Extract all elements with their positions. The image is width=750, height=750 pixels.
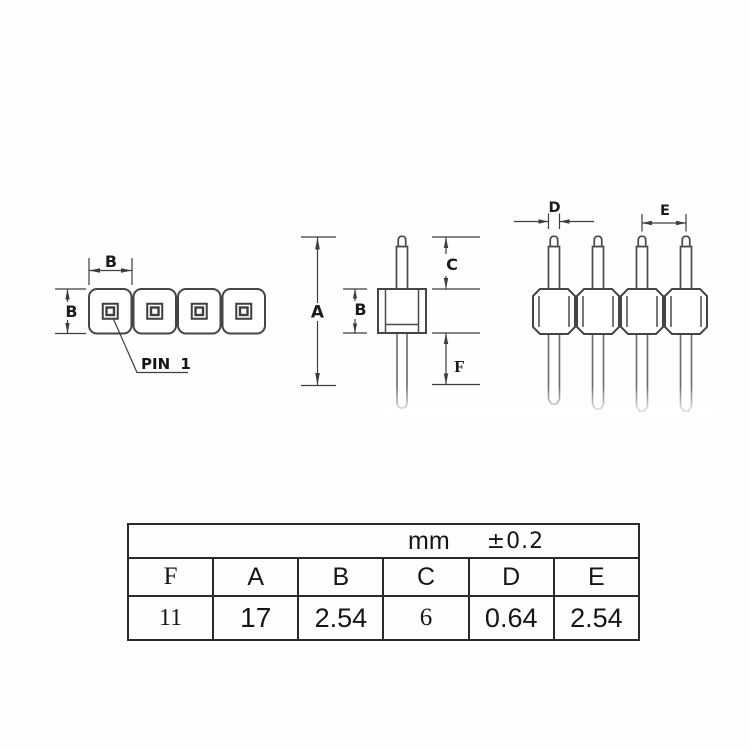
dim-label-b-horizontal: B — [105, 252, 117, 271]
value-d: 0.64 — [467, 595, 555, 641]
dimension-a: A — [301, 236, 336, 387]
dimension-e: E — [641, 203, 687, 232]
pin-pad-4 — [235, 302, 253, 320]
dim-label-f: F — [454, 357, 464, 376]
col-header-b: B — [297, 557, 385, 597]
tolerance-label: ±0.2 — [486, 528, 545, 554]
side-pin-lower-rod — [396, 333, 408, 409]
side-pin-tip — [397, 235, 407, 248]
value-c: 6 — [382, 595, 470, 641]
unit-label: mm — [408, 526, 450, 555]
unit-row: mm ±0.2 — [127, 523, 640, 559]
dimension-f: F — [432, 332, 480, 386]
dimension-b-vertical: B — [55, 288, 86, 335]
dim-label-d: D — [548, 200, 560, 216]
front-view: D E — [514, 200, 708, 412]
pin-pad-2 — [146, 302, 164, 320]
dimension-b-horizontal: B — [88, 252, 133, 285]
dim-label-c: C — [446, 255, 458, 274]
col-header-e: E — [552, 557, 641, 597]
col-header-f: F — [126, 557, 215, 597]
value-f: 11 — [126, 595, 215, 641]
dim-label-e: E — [660, 203, 670, 219]
pin-pad-3 — [190, 302, 208, 320]
col-header-d: D — [467, 557, 555, 597]
front-pins-upper — [547, 235, 693, 291]
side-view: A B C F — [301, 235, 480, 409]
pin-pad-1 — [101, 302, 119, 320]
dimension-d: D — [514, 200, 594, 229]
value-e: 2.54 — [552, 595, 641, 641]
dimension-c: C — [432, 236, 480, 290]
side-pin-upper-rod — [395, 245, 409, 291]
col-header-a: A — [212, 557, 300, 597]
col-header-c: C — [382, 557, 470, 597]
dim-label-a: A — [311, 303, 325, 323]
pin1-label: PIN 1 — [141, 355, 191, 373]
value-row: 11 17 2.54 6 0.64 2.54 — [126, 595, 641, 641]
front-bodies — [532, 288, 708, 335]
value-b: 2.54 — [297, 595, 385, 641]
top-view: B B PIN 1 — [55, 252, 266, 374]
front-pins-lower — [547, 334, 693, 412]
dimension-b-side: B — [343, 288, 367, 334]
header-row: F A B C D E — [126, 557, 641, 597]
dim-label-b-vertical: B — [65, 302, 77, 321]
dimension-spec-table: mm ±0.2 F A B C D E 11 17 2.54 6 0.64 2.… — [126, 523, 641, 641]
side-body-inner-lines — [384, 289, 420, 333]
dim-label-b-side: B — [354, 300, 366, 319]
value-a: 17 — [212, 595, 300, 641]
unit-cell: mm ±0.2 — [127, 523, 640, 559]
pin1-callout: PIN 1 — [112, 317, 191, 374]
